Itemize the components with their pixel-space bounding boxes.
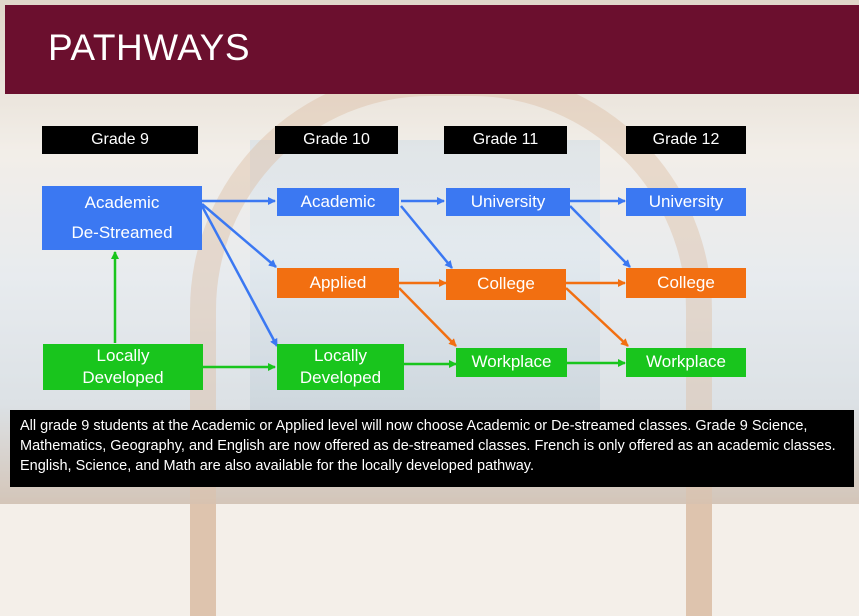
g10-academic-label: Academic [300,191,376,211]
grade-11-header: Grade 11 [444,126,567,154]
g12-university-box: University [626,188,746,216]
arrow-academic-to-applied [201,203,277,268]
arrow-applied-to-workplace [398,287,457,347]
g12-workplace-label: Workplace [646,352,726,372]
g12-workplace-box: Workplace [626,348,746,377]
arrow-academic-to-g10-locally [200,205,279,347]
g11-college-box: College [446,269,566,300]
g12-university-label: University [648,191,724,211]
g10-academic-box: Academic [277,188,399,216]
grade-12-header: Grade 12 [626,126,746,154]
title-banner: PATHWAYS [5,5,859,94]
g11-university-box: University [446,188,570,216]
g11-college-label: College [477,274,535,294]
g9-locally-box: Locally Developed [43,344,203,390]
g10-locally-line1: Locally [314,345,367,365]
grade-10-header: Grade 10 [275,126,398,154]
page-title: PATHWAYS [48,27,251,68]
g9-academic-line2: De-Streamed [71,223,173,242]
g12-college-box: College [626,268,746,298]
g10-locally-box: Locally Developed [277,344,404,390]
g11-workplace-label: Workplace [471,352,552,372]
g12-college-label: College [657,272,715,292]
g9-locally-line2: Developed [82,368,164,387]
g10-applied-box: Applied [277,268,399,298]
g10-applied-label: Applied [309,272,367,292]
arrow-university-to-college [569,205,631,268]
pathway-arrows [111,197,631,371]
g11-workplace-box: Workplace [456,348,567,377]
g9-locally-line1: Locally [96,345,150,365]
arrow-college-to-workplace [565,287,629,347]
grade-9-header: Grade 9 [42,126,198,154]
g9-academic-box: Academic De-Streamed [42,186,202,250]
g9-academic-line1: Academic [84,192,160,212]
arrow-g10-academic-to-college [400,205,453,269]
pathway-note: All grade 9 students at the Academic or … [10,410,854,487]
g11-university-label: University [470,191,546,211]
g10-locally-line2: Developed [299,368,382,387]
